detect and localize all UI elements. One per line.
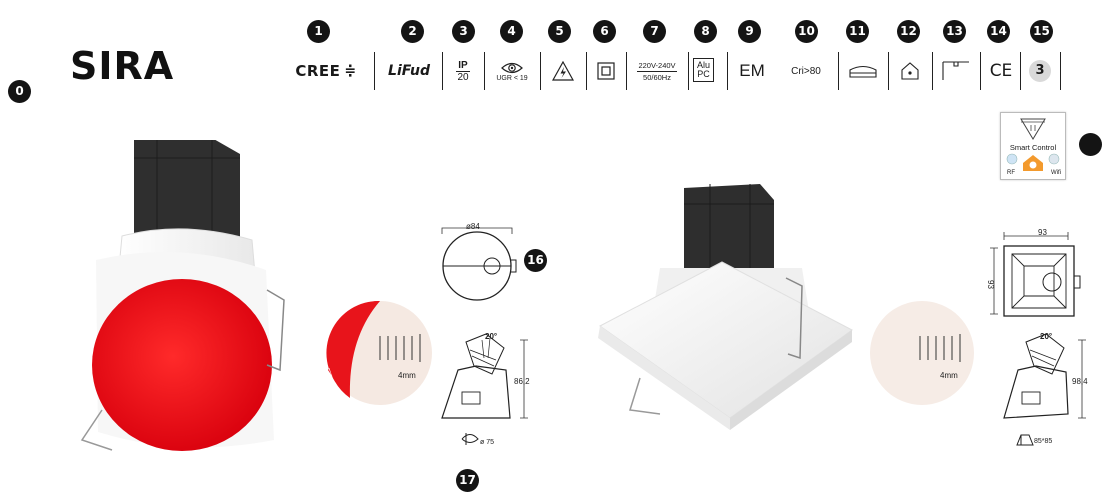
product-title: SIRA [70,44,175,88]
square-height-label: 98,4 [1072,377,1088,386]
divider [540,52,541,90]
pc-label: PC [697,69,710,79]
class-ii-insulation [590,52,622,90]
smart-control-label: Smart Control [1009,143,1057,152]
badge-26 [1079,133,1102,156]
indoor-use [892,52,928,90]
badge-4: 4 [500,20,523,43]
round-depth-magnifier [326,300,432,405]
square-cutout-icon [1016,434,1034,446]
cree-text: CREE [295,62,341,80]
divider [688,52,689,90]
square-depth-magnifier [870,301,974,405]
divider [932,52,933,90]
square-downlight-image [598,184,853,430]
badge-1: 1 [307,20,330,43]
ip-label: IP [456,59,470,72]
badge-6: 6 [593,20,616,43]
wifi-label: Wifi [1051,170,1061,176]
cutout-icon [461,433,479,445]
round-side-view-drawing [441,333,528,419]
voltage-rating: 220V-240V 50/60Hz [630,52,684,90]
ugr-rating: UGR < 19 [488,52,536,90]
badge-17: 17 [456,469,479,492]
double-square-icon [597,62,615,80]
alu-label: Alu [697,60,711,70]
ugr-label: UGR < 19 [496,74,528,82]
recessed-mount-icon [942,61,969,80]
round-top-view-drawing [441,227,517,301]
divider [484,52,485,90]
square-depth-label: 4mm [940,371,958,380]
badge-11: 11 [846,20,869,43]
divider [980,52,981,90]
recessed-mount [936,52,976,90]
badge-8: 8 [694,20,717,43]
badge-2: 2 [401,20,424,43]
divider [838,52,839,90]
round-downlight-image [80,140,285,451]
material-alu-pc: Alu PC [693,58,715,82]
badge-12: 12 [897,20,920,43]
round-depth-label: 4mm [398,371,416,380]
badge-3: 3 [452,20,475,43]
eye-icon [501,62,523,73]
house-icon [901,62,919,80]
cree-logo: CREE ≑ [283,52,369,90]
frequency: 50/60Hz [643,72,671,82]
round-diameter-label: ø84 [466,222,480,231]
ip-value: 20 [457,71,469,83]
ceiling-mount-icon [849,65,877,78]
square-side-label: 93 [985,280,995,289]
square-width-label: 93 [1038,228,1047,237]
smart-control-box: Smart Control RF Wifi [1000,112,1066,180]
badge-13: 13 [943,20,966,43]
badge-15: 15 [1030,20,1053,43]
smart-control-icon [1006,118,1060,171]
badge-0: 0 [8,80,31,103]
divider [586,52,587,90]
divider [1060,52,1061,90]
divider [626,52,627,90]
badge-16: 16 [524,249,547,272]
square-cutout-label: 85*85 [1034,438,1053,445]
square-angle-label: 20° [1040,332,1053,341]
emergency-label: EM [739,61,765,80]
divider [888,52,889,90]
divider [727,52,728,90]
badge-9: 9 [738,20,761,43]
warranty-badge: 3 [1024,52,1056,90]
warranty-number: 3 [1029,60,1051,82]
square-top-view-drawing [990,232,1081,317]
ceiling-mount [842,52,884,90]
badge-10: 10 [795,20,818,43]
divider [442,52,443,90]
square-side-view-drawing [1003,333,1086,419]
voltage-range: 220V-240V [637,60,677,72]
ip-rating: IP 20 [448,52,478,90]
cri-label: Cri>80 [791,65,821,77]
ce-mark: CE [989,61,1013,81]
lifud-logo: LiFud [388,63,430,79]
electrical-safety [544,52,582,90]
round-cutout-label: ø 75 [480,439,495,446]
badge-5: 5 [548,20,571,43]
round-height-label: 86,2 [514,377,530,386]
badge-7: 7 [643,20,666,43]
divider [1020,52,1021,90]
round-angle-label: 20° [485,332,498,341]
cree-mark-icon: ≑ [344,63,357,79]
badge-14: 14 [987,20,1010,43]
warning-lightning-icon [552,61,574,81]
divider [374,52,375,90]
rf-label: RF [1007,170,1015,176]
